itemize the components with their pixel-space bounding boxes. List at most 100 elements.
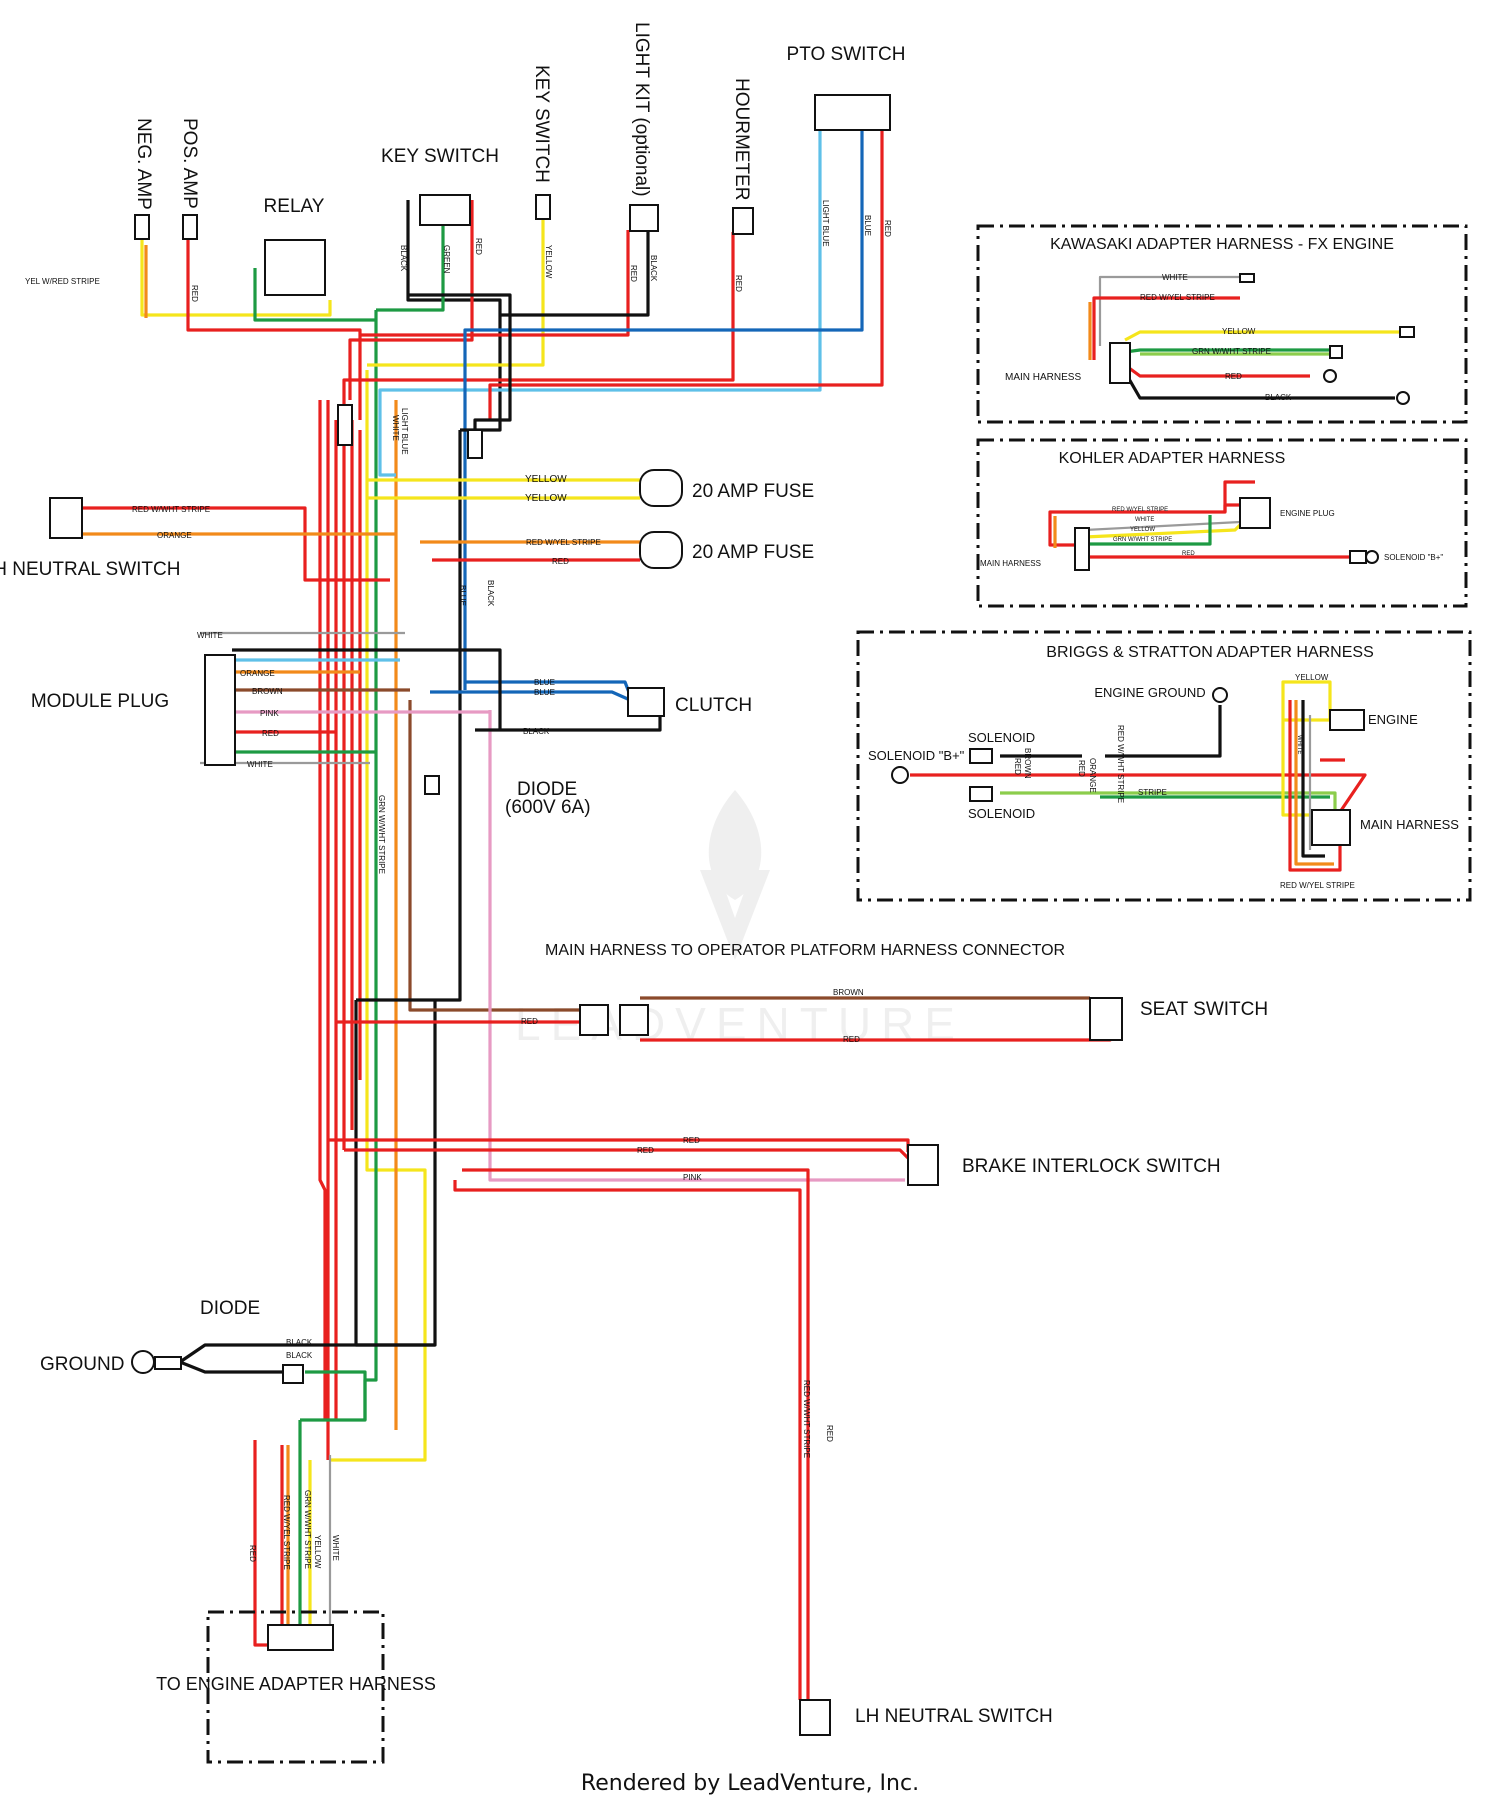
module-plug-body xyxy=(204,654,236,766)
label-red-engine: RED xyxy=(248,1545,257,1562)
wire-green-diode xyxy=(305,1370,367,1420)
label-black-key: BLACK xyxy=(399,245,408,272)
wire-black-right xyxy=(356,430,462,1002)
diode-rating-label: (600V 6A) xyxy=(505,797,591,818)
briggs-label-solenoid-b: SOLENOID "B+" xyxy=(868,748,965,763)
rh-neutral-label: RH NEUTRAL SWITCH xyxy=(0,559,180,580)
label-white-engine: WHITE xyxy=(331,1535,340,1561)
wire-black-module xyxy=(232,648,502,730)
wire-black-key xyxy=(406,200,502,432)
kohler-label-yellow: YELLOW xyxy=(1130,527,1155,533)
relay-label: RELAY xyxy=(264,196,325,217)
lower-wires xyxy=(328,996,1112,1700)
label-blue-clutch1: BLUE xyxy=(534,678,555,687)
lh-neutral-connector xyxy=(799,1699,831,1736)
component-labels: NEG. AMP POS. AMP RELAY KEY SWITCH KEY S… xyxy=(0,22,1268,1727)
wire-black-ground2 xyxy=(179,1360,290,1374)
label-white-trunk: WHITE xyxy=(391,415,400,441)
operator-connector-left xyxy=(579,1004,609,1036)
label-black-lightkit: BLACK xyxy=(649,255,658,282)
briggs-wire-orange-loop xyxy=(1294,700,1334,866)
wire-brown-trunk xyxy=(408,700,590,1012)
label-red-module: RED xyxy=(262,729,279,738)
kohler-title: KOHLER ADAPTER HARNESS xyxy=(1059,450,1286,467)
label-red-operator: RED xyxy=(521,1017,538,1026)
kawasaki-black-ring-icon xyxy=(1396,391,1410,405)
kohler-label-white: WHITE xyxy=(1135,517,1154,523)
key-switch-v-label: KEY SWITCH xyxy=(531,65,552,183)
kohler-wire-grn xyxy=(1085,515,1212,546)
label-red-wht-rh: RED W/WHT STRIPE xyxy=(132,505,210,514)
wire-red-pto xyxy=(488,110,884,420)
fuse2-body xyxy=(639,531,683,569)
wire-red-lightkit xyxy=(360,230,630,337)
kohler-label-grn: GRN W/WHT STRIPE xyxy=(1113,537,1172,543)
label-red-lightkit: RED xyxy=(629,265,638,282)
label-red-yel-engine: RED W/YEL STRIPE xyxy=(282,1495,291,1570)
kohler-label-red: RED xyxy=(1182,551,1195,557)
kohler-main-connector xyxy=(1074,527,1090,571)
briggs-label-red-wht: RED W/WHT STRIPE xyxy=(1116,725,1125,803)
label-black-clutch: BLACK xyxy=(523,727,550,736)
label-blue-trunk: BLUE xyxy=(458,585,467,606)
kohler-wire-white xyxy=(1084,520,1241,532)
kawasaki-white-terminal xyxy=(1239,273,1255,283)
kawasaki-wire-red-yel xyxy=(1092,296,1240,360)
wire-red-brake2 xyxy=(344,1148,910,1160)
main-splice-connector xyxy=(337,404,353,446)
briggs-label-red-yel: RED W/YEL STRIPE xyxy=(1280,881,1355,890)
kawasaki-label-main: MAIN HARNESS xyxy=(1005,372,1081,383)
briggs-label-main: MAIN HARNESS xyxy=(1360,817,1459,832)
label-white-module-bottom: WHITE xyxy=(247,760,273,769)
ground-ring-icon xyxy=(131,1350,155,1374)
label-black-ground2: BLACK xyxy=(286,1351,313,1360)
label-lightblue-pto: LIGHT BLUE xyxy=(821,200,830,247)
label-red-wht-lh: RED W/WHT STRIPE xyxy=(802,1380,811,1458)
briggs-wire-black-loop xyxy=(1301,700,1325,858)
light-kit-connector xyxy=(629,204,659,232)
wire-green-relay xyxy=(253,268,376,322)
label-red-yel-fuse2: RED W/YEL STRIPE xyxy=(526,538,601,547)
kawasaki-wire-white xyxy=(1098,275,1240,346)
engine-adapter-label: TO ENGINE ADAPTER HARNESS xyxy=(156,1674,436,1694)
module-plug-wires xyxy=(200,631,502,765)
mid-splice-connector xyxy=(467,429,483,459)
kohler-label-main: MAIN HARNESS xyxy=(980,559,1041,568)
label-pink-module: PINK xyxy=(260,709,279,718)
key-switch-v-connector xyxy=(535,194,551,220)
footer-credit: Rendered by LeadVenture, Inc. xyxy=(581,1771,919,1796)
briggs-main-connector xyxy=(1311,809,1351,846)
briggs-label-stripe: STRIPE xyxy=(1138,788,1167,797)
wire-yellow-keyswitch xyxy=(367,220,545,367)
label-red-lh: RED xyxy=(825,1425,834,1442)
ground-wires xyxy=(179,1343,435,1647)
kohler-engine-plug xyxy=(1239,497,1271,529)
kawasaki-yellow-terminal xyxy=(1399,326,1415,338)
wire-red-hourmeter xyxy=(342,232,735,420)
kawasaki-red-ring-icon xyxy=(1323,369,1337,383)
wire-green-key xyxy=(376,225,445,312)
briggs-label-red2: RED xyxy=(1077,760,1086,777)
briggs-label-yellow: YELLOW xyxy=(1295,673,1329,682)
pos-amp-connector xyxy=(182,214,198,240)
wire-pink-trunk xyxy=(488,710,905,1182)
kawasaki-label-black: BLACK xyxy=(1265,393,1292,402)
label-blue-clutch2: BLUE xyxy=(534,688,555,697)
wire-black-lightkit xyxy=(500,230,650,317)
label-red-pos: RED xyxy=(190,285,199,302)
rh-neutral-connector xyxy=(49,497,83,539)
hourmeter-connector xyxy=(732,207,754,235)
label-blue-pto: BLUE xyxy=(863,215,872,236)
wire-red-key xyxy=(348,200,474,400)
label-red-pto: RED xyxy=(883,220,892,237)
briggs-solenoid2-terminal xyxy=(969,786,993,802)
kohler-label-red-yel: RED W/YEL STRIPE xyxy=(1112,507,1168,513)
kawasaki-box xyxy=(976,224,1468,424)
operator-connector-right xyxy=(619,1004,649,1036)
ground-crimp xyxy=(154,1356,182,1370)
briggs-adapter-section: BRIGGS & STRATTON ADAPTER HARNESS ENGINE… xyxy=(856,630,1472,902)
kawasaki-label-red: RED xyxy=(1225,372,1242,381)
kawasaki-label-white: WHITE xyxy=(1162,273,1188,282)
wire-red-wht-lh xyxy=(453,1180,802,1700)
relay-body xyxy=(264,239,326,296)
